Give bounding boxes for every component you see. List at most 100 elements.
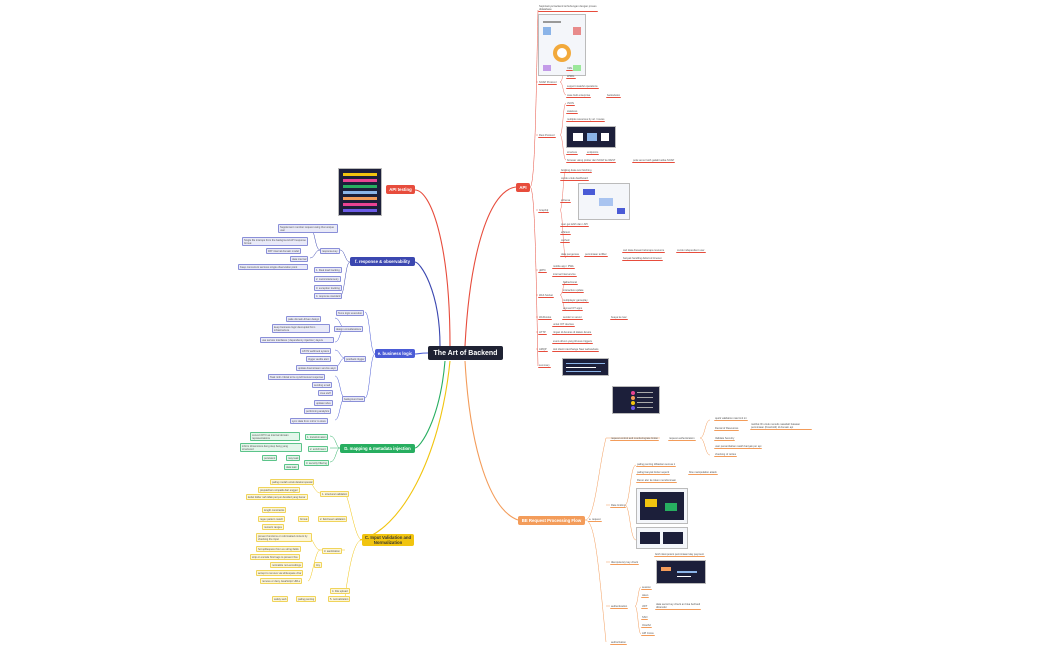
- api-leaf: HTTP: [538, 330, 547, 335]
- api-leaf: JSON: [566, 101, 575, 106]
- branch-validation[interactable]: C. Input Validation and Normalization: [362, 534, 414, 546]
- validation-leaf: paling penting: [296, 596, 317, 602]
- api-leaf: event-driven yang khusus triggers: [552, 339, 593, 344]
- mapping-leaf: convert DTO as internal domain represent…: [250, 432, 300, 441]
- summary-thumbnail: [562, 358, 609, 376]
- api-leaf: over get lebih dan / API: [560, 222, 589, 227]
- api-architecture-thumbnail: [538, 14, 586, 76]
- rest-diagram-thumbnail: [566, 126, 616, 148]
- processing-leaf: Denial of Resources: [714, 426, 740, 431]
- validation-leaf: length constraints: [262, 507, 287, 513]
- link-mapping: [414, 360, 446, 449]
- processing-leaf: paling penting dibiarkan semua 1: [636, 462, 677, 467]
- root-node[interactable]: The Art of Backend: [428, 346, 503, 360]
- api-leaf: semua IOT apps: [562, 306, 584, 311]
- api-leaf: tool client interchange New websockets: [552, 347, 600, 352]
- api-leaf: Sepintarnya backend terhubungan dengan p…: [538, 4, 598, 12]
- api-leaf: Rest Protocol: [538, 133, 556, 138]
- api-leaf: banyak handling deferred timeout: [622, 256, 663, 261]
- processing-leaf: request control and monitoring: [610, 436, 648, 441]
- rate-limit-thumbnail-1: [636, 488, 688, 524]
- business-leaf: Task ninh critical to be synchronous/ re…: [268, 374, 326, 380]
- mapping-leaf: 3. security filtering: [304, 460, 329, 466]
- business-leaf: use service interfaces ( dependency inje…: [260, 337, 334, 343]
- validation-leaf: 1. structural validation: [320, 491, 350, 497]
- branch-response[interactable]: f. response & observability: [350, 257, 415, 266]
- business-leaf: performing analytics: [304, 408, 332, 414]
- mapping-leaf: data leak: [284, 464, 299, 470]
- mapping-leaf: persistent: [262, 455, 278, 461]
- processing-leaf: session: [641, 585, 652, 590]
- processing-leaf: user penambahan naskh banyak per api: [714, 444, 763, 449]
- link-response: [414, 261, 441, 347]
- business-leaf: sending email: [312, 382, 333, 388]
- api-leaf: cari data diusasi beberapa resource: [622, 248, 666, 253]
- api-leaf: untuk IOT devices: [552, 322, 575, 327]
- mapping-leaf: 2. enrichment: [308, 446, 328, 452]
- processing-leaf: OAuth2: [641, 623, 652, 628]
- branch-mapping[interactable]: D. mapping & metadata injection: [340, 444, 415, 453]
- api-leaf: Graphql: [538, 208, 550, 213]
- api-leaf: support stateful operations: [566, 84, 599, 89]
- validation-leaf: paling mudah untuk deteksi spesial: [270, 479, 315, 485]
- api-leaf: AMQP: [538, 347, 548, 352]
- processing-leaf: API Cross: [641, 631, 655, 636]
- validation-leaf: numeric ranges: [262, 524, 284, 530]
- response-leaf: Keep concurrent services single observat…: [238, 264, 308, 270]
- processing-leaf: fetch idempotent permintaan klay payment: [654, 552, 705, 557]
- idempotency-thumbnail: [656, 560, 706, 584]
- branch-processing[interactable]: BE Request Processing Flow: [518, 516, 585, 525]
- api-leaf: gRPC: [538, 268, 547, 273]
- business-leaf: ASYN webhook system: [300, 348, 332, 354]
- business-leaf: pake domain-driven design: [286, 316, 322, 322]
- processing-leaf: rate limiter: [645, 436, 660, 441]
- processing-leaf: checking of retries: [714, 452, 738, 457]
- processing-leaf: paling banyak limiter seperti: [636, 470, 671, 475]
- api-leaf: ringan di devices di dalam device: [552, 330, 593, 335]
- api-leaf: browser using prober dari SOAP ke REST: [566, 158, 617, 163]
- response-leaf: Single file interops from the background…: [242, 237, 308, 246]
- api-leaf: internal Interservice: [552, 272, 577, 277]
- response-leaf: 1. Real load tracking: [314, 267, 342, 273]
- validation-leaf: normalize non-encodings: [270, 562, 303, 568]
- api-leaf: summary: [538, 363, 551, 368]
- branch-business[interactable]: e. business logic: [375, 349, 415, 358]
- api-leaf: fetching data over fetching: [560, 168, 593, 173]
- api-leaf: structure: [566, 150, 579, 155]
- validation-leaf: accept to remove via whitespace char: [256, 570, 304, 576]
- link-api: [464, 186, 517, 347]
- validation-leaf: remove or deny JavaScript URLs: [260, 578, 303, 584]
- api-leaf: WSDL: [566, 74, 576, 79]
- api-leaf: mobile app / PWA: [552, 264, 575, 269]
- processing-leaf: token: [641, 593, 650, 598]
- request-flow-thumbnail: [612, 386, 660, 414]
- branch-api[interactable]: API: [516, 183, 530, 192]
- api-leaf: SOAP Protocol: [538, 80, 558, 85]
- validation-leaf: 2. field level validation: [318, 516, 348, 522]
- link-validation: [359, 360, 451, 541]
- api-leaf: Webhooks: [538, 315, 553, 320]
- response-leaf: 3. exception tracking: [314, 285, 342, 291]
- business-leaf: update index: [314, 400, 333, 406]
- api-leaf: endpoints: [586, 150, 600, 155]
- business-leaf: postback trigger: [344, 356, 367, 362]
- response-leaf: response-key: [320, 248, 340, 254]
- business-leaf: background task: [342, 396, 366, 402]
- branch-testing[interactable]: API testing: [386, 185, 415, 194]
- api-leaf: cached: [560, 238, 571, 243]
- validation-leaf: strip or encode html tags to prevent Xss: [250, 554, 300, 560]
- response-leaf: data internal: [290, 256, 309, 262]
- processing-leaf: authentication: [610, 604, 629, 609]
- processing-leaf: data secret key check an bisa berhasil d…: [655, 602, 701, 610]
- processing-leaf: Validate Security: [714, 436, 736, 441]
- business-leaf: sync data from mirror to store: [290, 418, 328, 424]
- api-leaf: bidirectional: [562, 280, 578, 285]
- validation-leaf: tiny: [314, 562, 323, 568]
- processing-leaf: request authentication: [668, 436, 696, 441]
- api-leaf: efficient: [560, 230, 571, 235]
- api-leaf: permintaan terfilter: [584, 252, 608, 257]
- mapping-leaf: 1. transformation: [305, 434, 329, 440]
- business-leaf: crea stuff: [318, 390, 333, 396]
- validation-leaf: format: [298, 516, 310, 522]
